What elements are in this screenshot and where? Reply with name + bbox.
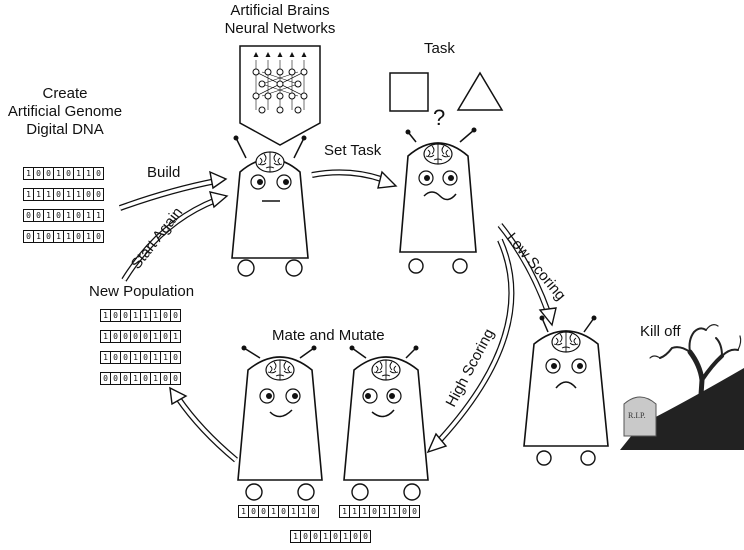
create-line-1: Create	[42, 85, 88, 102]
robot-3	[523, 315, 609, 466]
set-task-arrow	[311, 169, 398, 189]
genome-bit: 0	[93, 230, 104, 243]
robot-1	[231, 135, 309, 277]
create-genome-title: Create Artificial Genome Digital DNA	[0, 85, 130, 139]
brains-line-2: Neural Networks	[224, 20, 336, 37]
neural-network-icon	[239, 45, 321, 146]
question-mark: ?	[433, 105, 446, 130]
dead-tree-icon	[649, 324, 742, 413]
set-task-label: Set Task	[324, 142, 382, 159]
new-population-label: New Population	[89, 283, 195, 300]
genome-bit: 0	[93, 167, 104, 180]
brains-title: Artificial Brains Neural Networks	[210, 2, 350, 38]
build-label: Build	[147, 164, 181, 181]
kill-off-label: Kill off	[640, 323, 681, 340]
low-scoring-arrow	[497, 223, 557, 327]
genome-bit: 1	[170, 330, 181, 343]
start-again-arrow	[121, 191, 229, 282]
genome-bit: 0	[93, 188, 104, 201]
mate-and-mutate-label: Mate and Mutate	[272, 327, 385, 344]
task-label: Task	[424, 40, 455, 57]
genome-bit: 0	[170, 309, 181, 322]
build-arrow	[118, 170, 228, 211]
graveyard-icon	[620, 324, 744, 450]
genome-bit: 0	[409, 505, 420, 518]
genome-bit: 0	[360, 530, 371, 543]
genome-bit: 1	[93, 209, 104, 222]
new-population-arrow	[169, 386, 238, 463]
rip-text: R.I.P.	[628, 411, 646, 420]
robot-5	[343, 345, 429, 501]
triangle-task-icon	[456, 71, 504, 111]
square-task-icon	[389, 72, 429, 112]
genome-bit: 0	[170, 351, 181, 364]
create-line-2: Artificial Genome	[7, 103, 123, 120]
high-scoring-arrow	[426, 238, 515, 454]
brains-line-1: Artificial Brains	[230, 2, 330, 19]
robot-4	[237, 345, 323, 501]
start-again-label: Start Again	[128, 204, 187, 272]
robot-2	[399, 127, 477, 274]
genome-bit: 0	[308, 505, 319, 518]
create-line-3: Digital DNA	[26, 121, 104, 138]
genome-bit: 0	[170, 372, 181, 385]
